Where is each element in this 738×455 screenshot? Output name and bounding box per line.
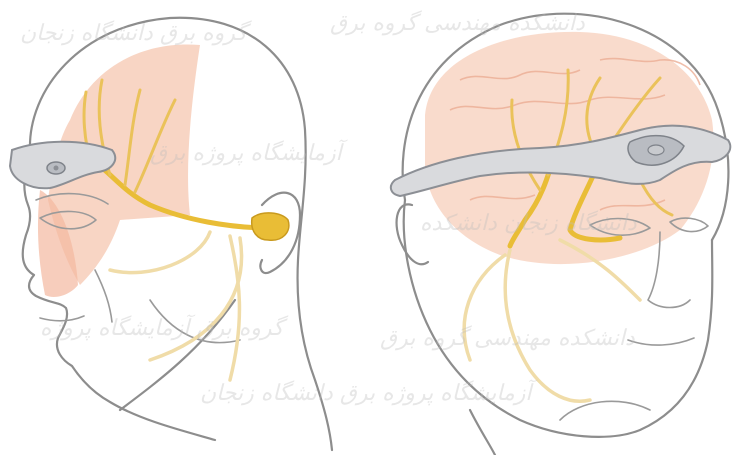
right-mouth — [628, 338, 694, 345]
left-nerve-lower-1 — [230, 236, 239, 380]
svg-text:گروه برق دانشگاه زنجان: گروه برق دانشگاه زنجان — [20, 20, 252, 46]
left-device-dot — [54, 166, 59, 171]
right-neck — [470, 410, 495, 455]
svg-text:دانشکده مهندسی گروه برق: دانشکده مهندسی گروه برق — [380, 325, 635, 351]
svg-text:آزمایشگاه پروژه برق: آزمایشگاه پروژه برق — [150, 139, 349, 166]
right-device-button — [648, 145, 664, 155]
svg-text:دانشگاه زنجان دانشکده: دانشگاه زنجان دانشکده — [420, 210, 637, 236]
svg-text:گروه برق آزمایشگاه پروژه: گروه برق آزمایشگاه پروژه — [40, 314, 289, 341]
svg-text:دانشکده مهندسی گروه برق: دانشکده مهندسی گروه برق — [330, 10, 585, 36]
left-cheek-line — [95, 270, 112, 322]
left-nerve-lower-2 — [110, 232, 210, 273]
right-chin — [560, 401, 650, 420]
left-ganglion — [252, 213, 289, 240]
svg-text:آزمایشگاه پروژه برق دانشگاه زن: آزمایشگاه پروژه برق دانشگاه زنجان — [200, 379, 538, 406]
